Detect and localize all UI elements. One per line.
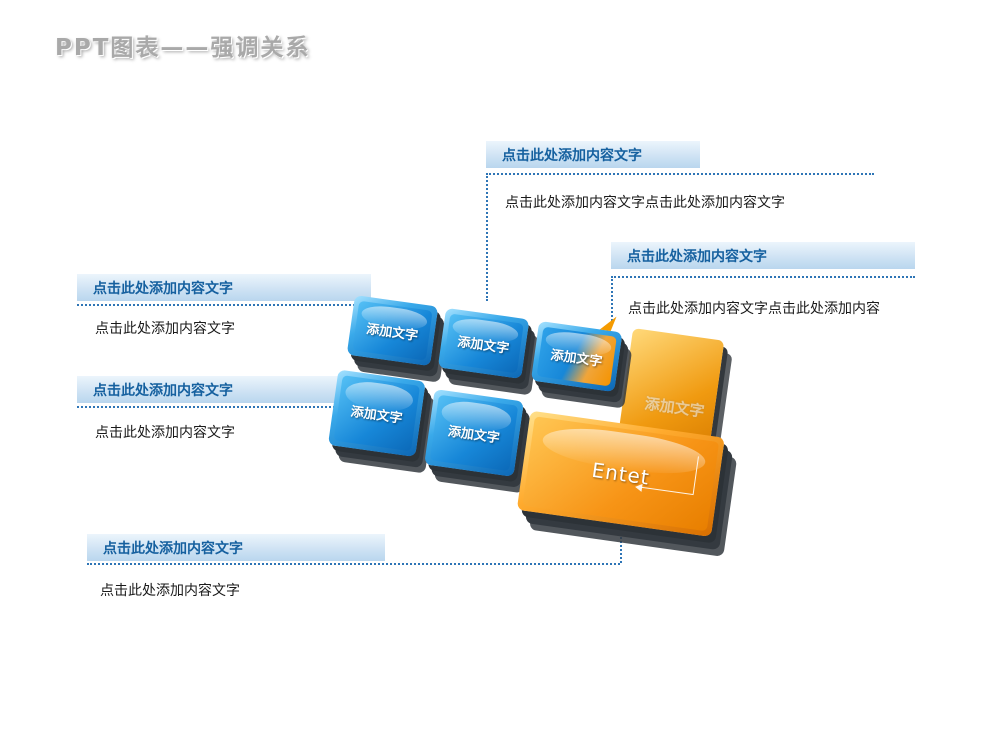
callout-left2-line: [77, 406, 371, 408]
callout-bottom-body[interactable]: 点击此处添加内容文字: [100, 583, 240, 599]
callout-right-body[interactable]: 点击此处添加内容文字点击此处添加内容: [628, 301, 880, 317]
callout-left1-header[interactable]: 点击此处添加内容文字: [77, 274, 371, 301]
enter-arrow-icon: [641, 449, 699, 496]
key-row2-1[interactable]: 添加文字: [327, 369, 426, 457]
callout-left1-line: [77, 304, 371, 306]
key-row2-2-label: 添加文字: [429, 394, 519, 472]
callout-bottom-header[interactable]: 点击此处添加内容文字: [87, 534, 385, 561]
callout-left2-header[interactable]: 点击此处添加内容文字: [77, 376, 371, 403]
callout-top-body[interactable]: 点击此处添加内容文字点击此处添加内容文字: [505, 195, 785, 211]
orange-flag-icon: [599, 315, 617, 331]
callout-left1-body[interactable]: 点击此处添加内容文字: [95, 321, 235, 337]
callout-top-connector: [486, 173, 488, 301]
key-row1-1-label: 添加文字: [352, 300, 433, 361]
callout-top-header[interactable]: 点击此处添加内容文字: [486, 141, 700, 168]
page-title: PPT图表——强调关系: [55, 35, 311, 61]
callout-right-connector: [611, 276, 613, 321]
callout-left2-body[interactable]: 点击此处添加内容文字: [95, 425, 235, 441]
key-row1-2-label: 添加文字: [443, 313, 524, 374]
key-row1-1[interactable]: 添加文字: [346, 295, 439, 367]
callout-bottom-line: [87, 563, 620, 565]
callout-bottom-connector: [620, 505, 622, 563]
key-row1-2[interactable]: 添加文字: [437, 307, 530, 379]
key-row2-2[interactable]: 添加文字: [424, 389, 524, 477]
key-row1-3-label: 添加文字: [536, 326, 617, 387]
key-row2-1-label: 添加文字: [333, 375, 421, 452]
key-row1-3[interactable]: 添加文字: [530, 315, 623, 393]
callout-right-header[interactable]: 点击此处添加内容文字: [611, 242, 915, 269]
callout-top-line: [486, 173, 874, 175]
callout-right-line: [611, 276, 915, 278]
